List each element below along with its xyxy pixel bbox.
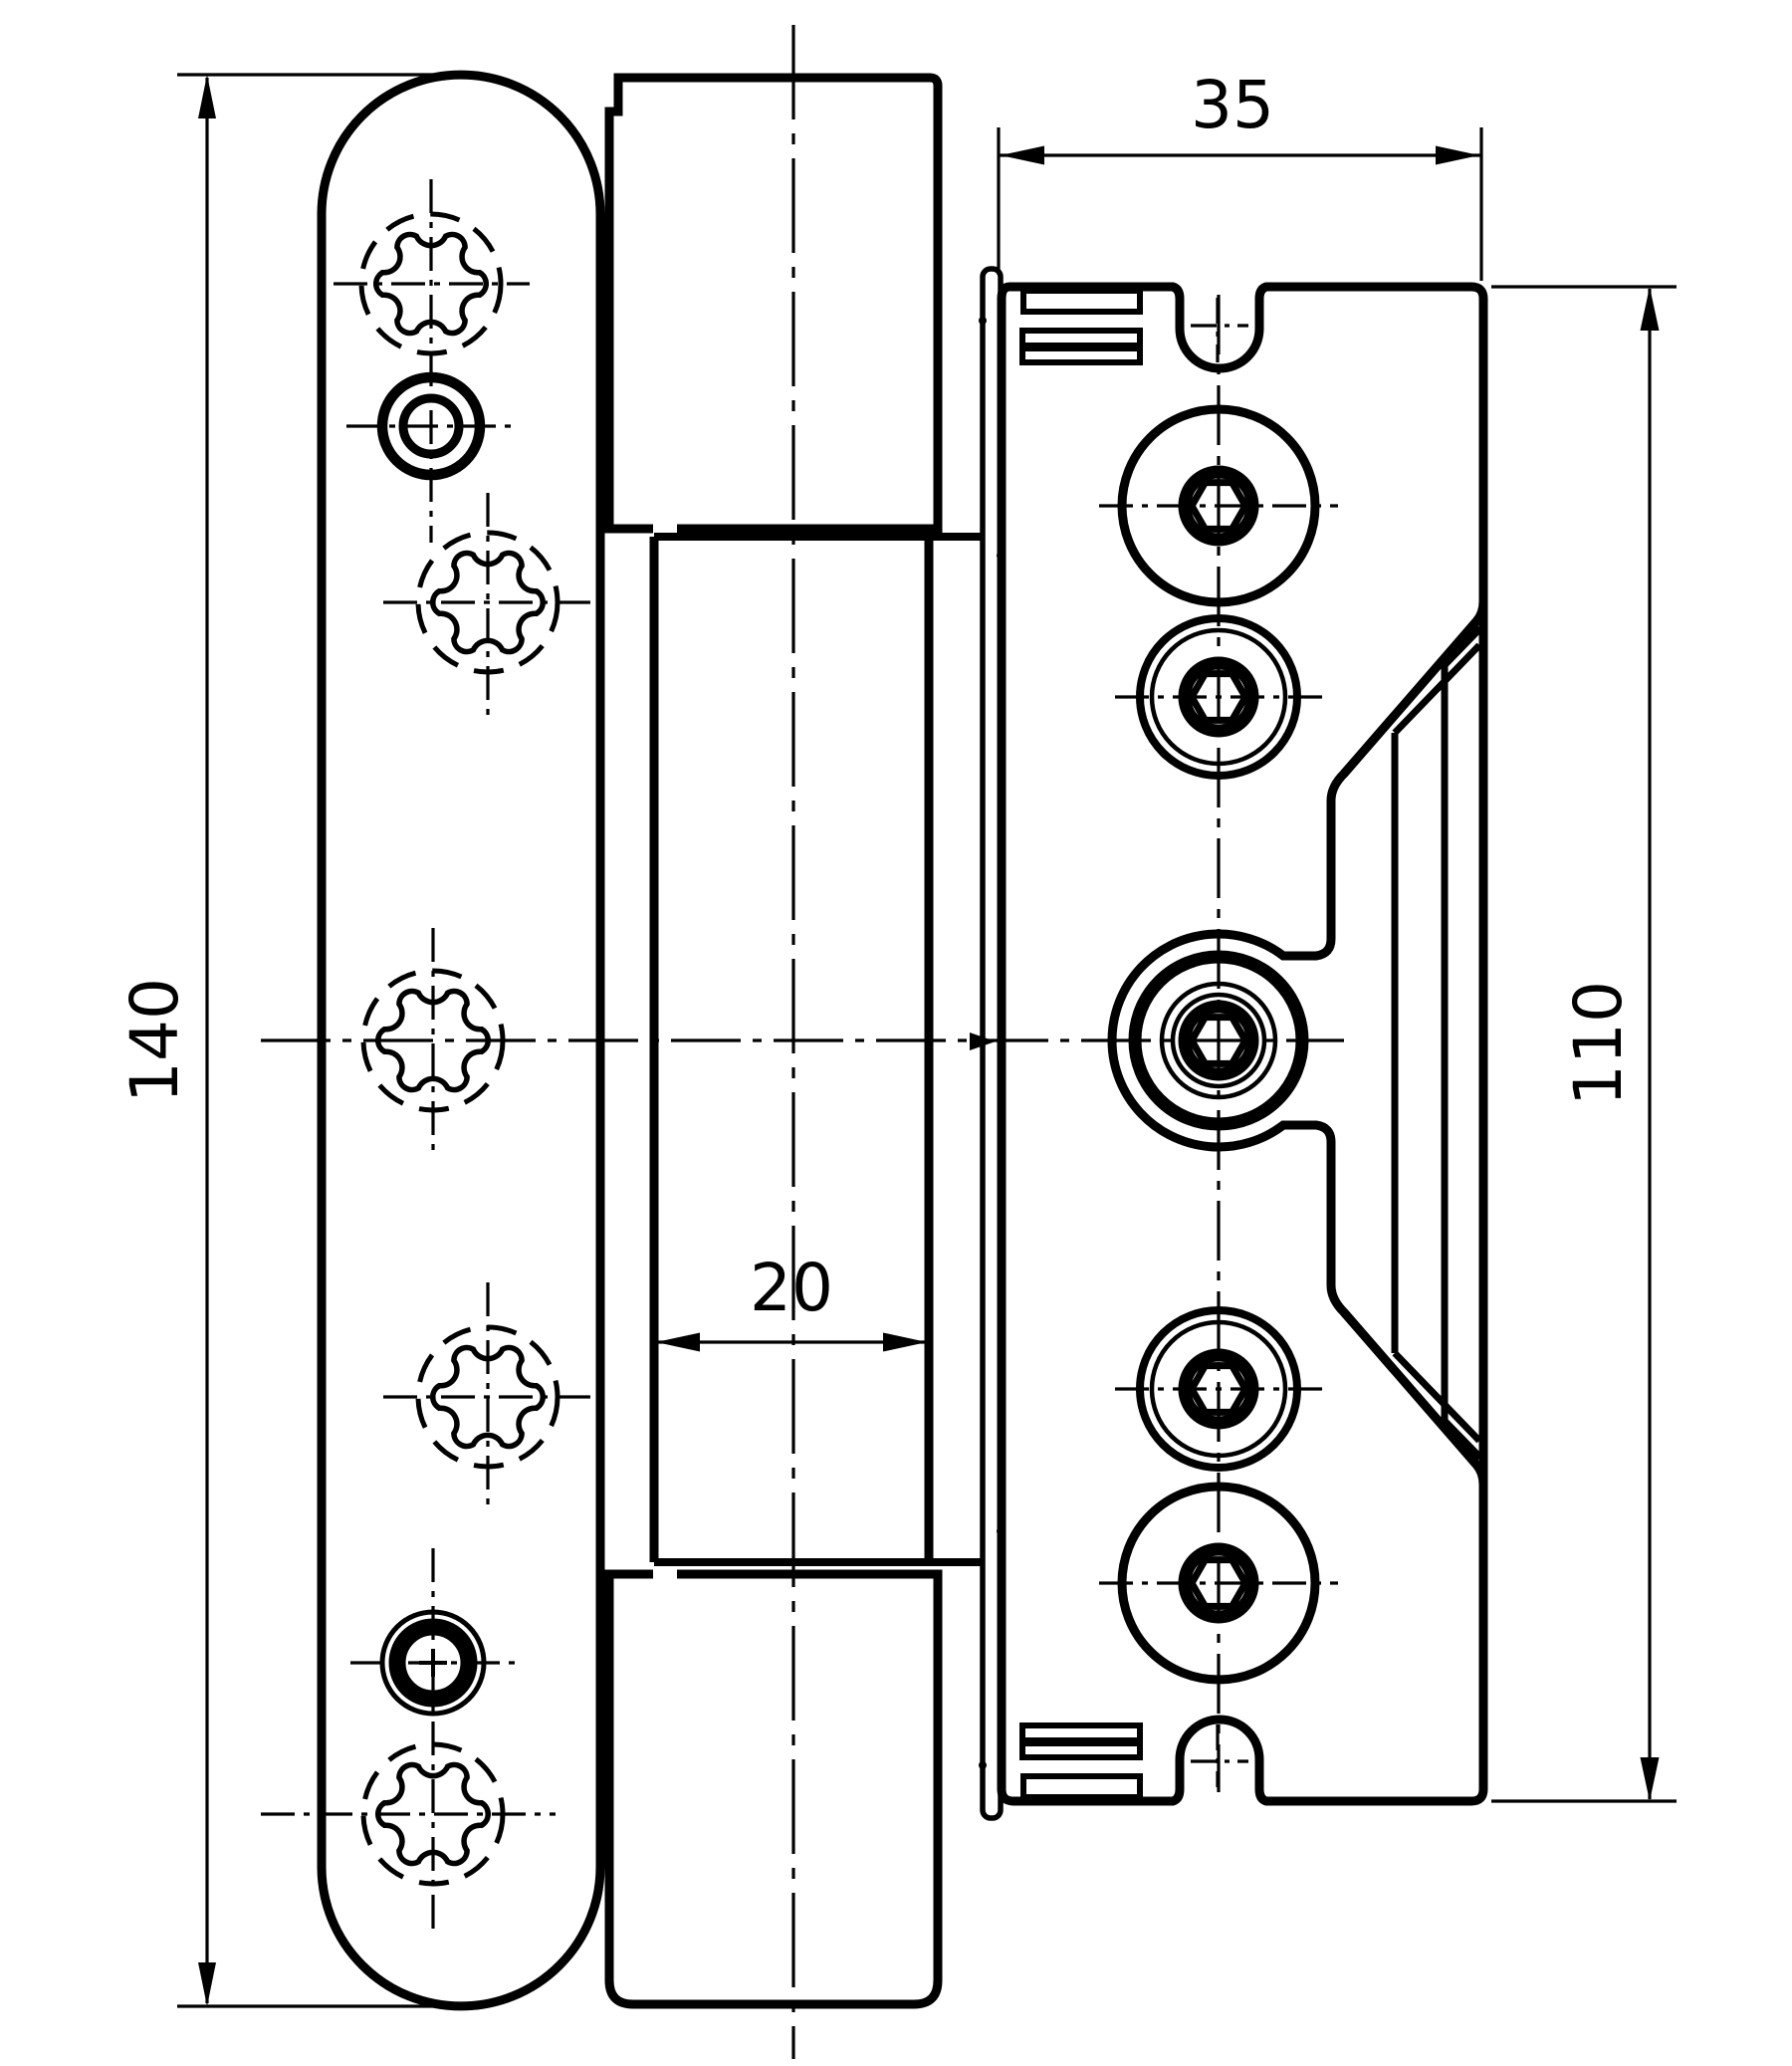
bevel-lines	[1391, 625, 1483, 1461]
dimension-35: 35	[997, 67, 1483, 281]
dimension-35-label: 35	[1191, 67, 1274, 143]
dimension-110-label: 110	[1560, 981, 1637, 1106]
barrel-top-knuckle	[604, 73, 943, 534]
dimension-20-label: 20	[750, 1250, 833, 1326]
dimension-110: 110	[1491, 285, 1677, 1803]
frame-leaf-outline	[317, 70, 605, 2011]
centerlines	[261, 25, 1344, 2059]
fixing-slots-top	[1019, 288, 1143, 365]
flange-pin-dot-4	[979, 1761, 987, 1769]
hinge-barrel	[604, 73, 985, 2009]
dimension-140: 140	[116, 73, 444, 2008]
frame-leaf	[317, 70, 605, 2011]
flange-pin-dot-1	[979, 317, 987, 325]
fixing-slots-bottom	[1019, 1722, 1143, 1800]
barrel-joint-gap-bottom	[653, 1567, 677, 1581]
dimension-20: 20	[654, 1250, 929, 1352]
barrel-bottom-knuckle	[604, 1569, 943, 2009]
dimension-140-label: 140	[116, 978, 193, 1103]
barrel-joint-gap-top	[653, 520, 677, 534]
